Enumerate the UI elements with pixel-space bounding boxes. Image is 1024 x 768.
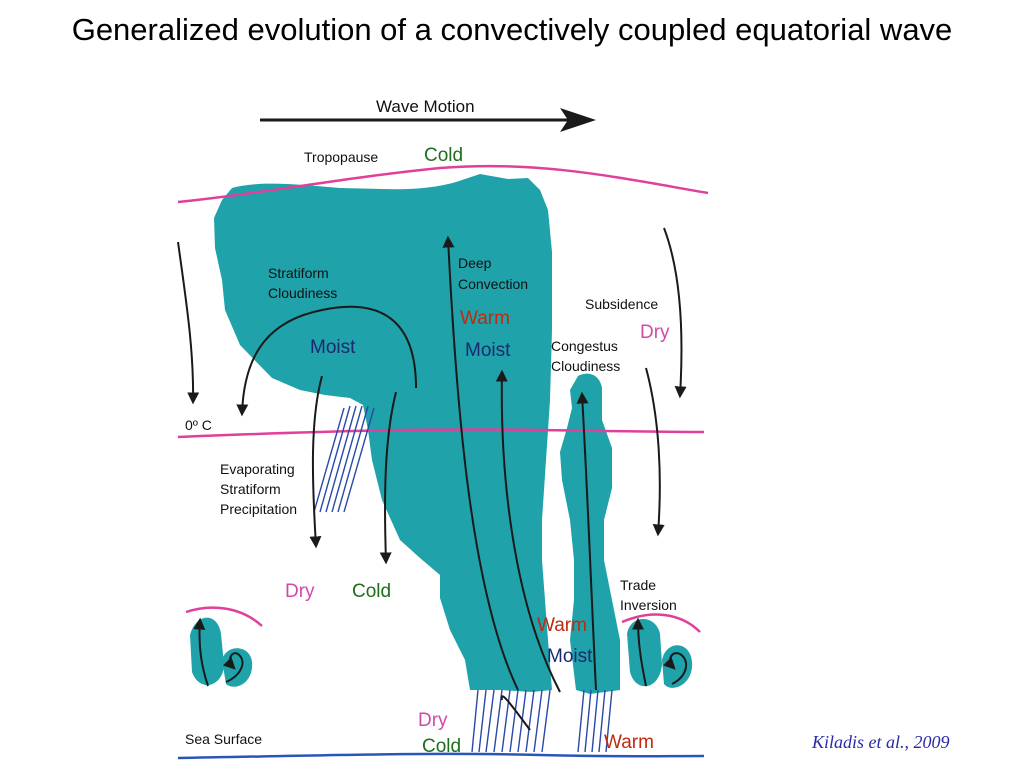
dry-subsidence-label: Dry: [640, 322, 670, 343]
slide-title: Generalized evolution of a convectively …: [71, 12, 953, 47]
citation: Kiladis et al., 2009: [812, 732, 950, 752]
shallow-cloud-left-1: [190, 617, 224, 686]
wave-motion-arrow: [260, 108, 596, 132]
stratiform-precipitation: [313, 405, 375, 513]
freezing-level-label: 0º C: [185, 417, 212, 433]
stratiform-overturning-arrow: [236, 305, 417, 417]
shallow-cloud-right-1: [627, 619, 662, 687]
shallow-updraft-right: [632, 617, 647, 687]
warm-subsidence-arrow: [500, 695, 531, 731]
trade-inversion-label-1: Trade: [620, 577, 656, 593]
tropopause-line: [177, 164, 709, 204]
freezing-level-line: [177, 428, 705, 439]
moist-low-label: Moist: [547, 646, 593, 667]
evaporating-precipitation-label-3: Precipitation: [220, 501, 297, 517]
wave-motion-label: Wave Motion: [376, 97, 475, 116]
stratiform-cloudiness-label-2: Cloudiness: [268, 285, 337, 301]
tropopause-label: Tropopause: [304, 149, 378, 165]
circulation-arrows: [177, 227, 688, 731]
shallow-cloud-right-2: [662, 645, 693, 688]
deep-convection-cloud: [214, 174, 552, 692]
congestus-cloud: [560, 373, 620, 694]
cold-mid-label: Cold: [352, 581, 391, 602]
warm-low-label: Warm: [537, 615, 587, 636]
subsidence-label: Subsidence: [585, 296, 658, 312]
sea-surface-label: Sea Surface: [185, 731, 262, 747]
trade-inversion-line-right: [621, 613, 701, 633]
evaporating-precipitation-label-2: Stratiform: [220, 481, 281, 497]
shallow-updraft-left: [193, 617, 209, 687]
moist-updraft-arrow: [495, 369, 561, 693]
stratiform-cloudiness-label-1: Stratiform: [268, 265, 329, 281]
descent-arrow-far-left: [177, 241, 200, 405]
shallow-eddy-left: [222, 652, 244, 683]
cold-downdraft-arrow: [379, 391, 397, 565]
congestus-precipitation: [577, 689, 613, 753]
dry-mid-label: Dry: [285, 581, 315, 602]
sea-surface-line: [177, 752, 705, 760]
trade-inversion-line-left: [185, 606, 263, 627]
deep-convection-precipitation: [471, 689, 551, 753]
lower-subsidence-arrow: [645, 367, 665, 537]
moist-stratiform-label: Moist: [310, 337, 356, 358]
dry-bottom-label: Dry: [418, 710, 448, 731]
congestus-cloudiness-label-2: Cloudiness: [551, 358, 620, 374]
cold-top-label: Cold: [424, 145, 463, 166]
deep-convection-label-1: Deep: [458, 255, 492, 271]
moist-deep-label: Moist: [465, 340, 511, 361]
deep-convection-updraft-arrow: [442, 235, 519, 691]
warm-bottom-label: Warm: [604, 732, 654, 753]
trade-inversion-label-2: Inversion: [620, 597, 677, 613]
deep-convection-label-2: Convection: [458, 276, 528, 292]
congestus-updraft-arrow: [576, 391, 597, 691]
shallow-eddy-right: [662, 652, 688, 685]
congestus-cloudiness-label-1: Congestus: [551, 338, 618, 354]
cold-bottom-label: Cold: [422, 736, 461, 757]
moist-downdraft-arrow: [309, 375, 323, 549]
evaporating-precipitation-label-1: Evaporating: [220, 461, 295, 477]
subsidence-arrow: [663, 227, 687, 399]
warm-deep-label: Warm: [460, 308, 510, 329]
